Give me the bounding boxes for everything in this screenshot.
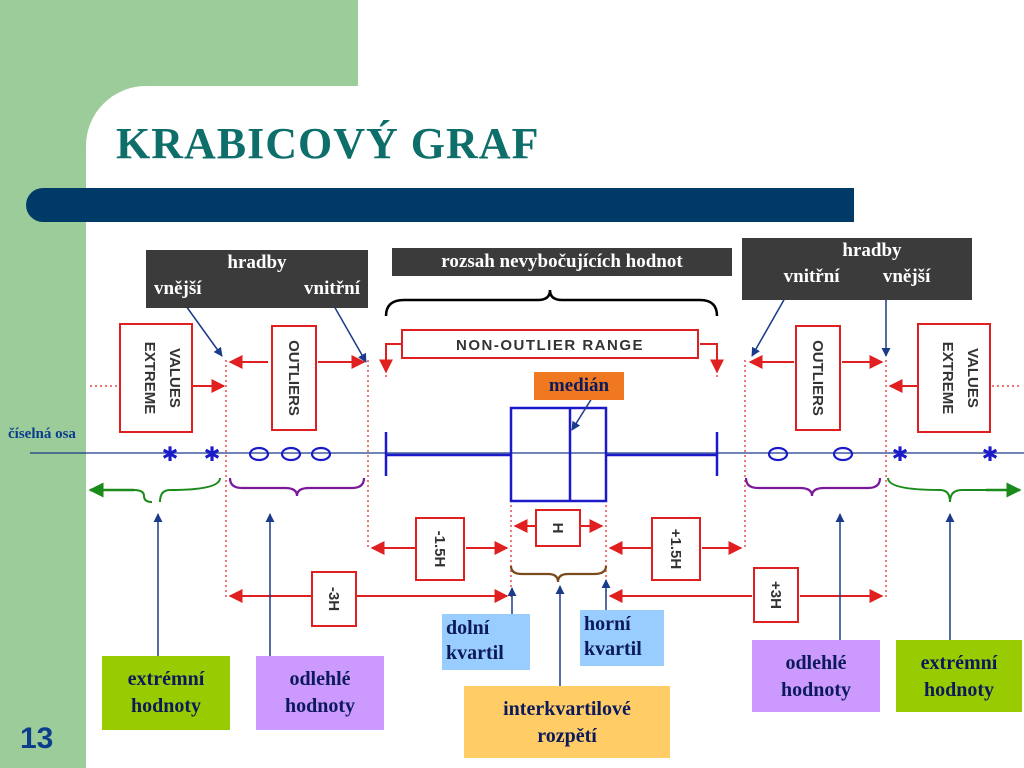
non-outlier-range-text: NON-OUTLIER RANGE (456, 337, 644, 354)
fence-label-right-title: hradby (842, 240, 902, 261)
iqr-label: interkvartilové rozpětí (464, 686, 670, 758)
extreme-values-label-left: extrémní hodnoty (102, 656, 230, 730)
range-brace (384, 289, 719, 317)
outliers-label-left-1: odlehlé (289, 668, 351, 690)
h-text: H (549, 523, 566, 534)
axis-label: číselná osa (8, 426, 76, 442)
extreme-values-label-left-1: extrémní (127, 668, 205, 690)
extreme-values-text-left-2: VALUES (166, 348, 183, 408)
arrow-non-outlier-right (700, 343, 724, 374)
minus-3h-text: -3H (325, 587, 342, 611)
outliers-label-right-2: hodnoty (780, 679, 852, 701)
plus-3h-box (753, 567, 799, 623)
outliers-label-right-1: odlehlé (785, 652, 847, 674)
extreme-brace-left-b (159, 477, 221, 503)
outliers-text-right: OUTLIERS (809, 340, 826, 416)
non-outlier-range-box (401, 329, 699, 359)
pointer-fence-outer-left (185, 305, 223, 357)
median-label: medián (534, 372, 624, 400)
upper-quartile-label-1: horní (584, 613, 631, 635)
range-label: rozsah nevybočujících hodnot (392, 248, 732, 276)
iqr-brace (509, 565, 608, 583)
page-number: 13 (20, 722, 54, 755)
plus-15h-box (651, 517, 701, 581)
minus-15h-box (415, 517, 465, 581)
outliers-label-right: odlehlé hodnoty (752, 640, 880, 712)
upper-quartile-label-2: kvartil (584, 638, 642, 660)
h-box (535, 509, 581, 547)
outliers-label-left: odlehlé hodnoty (256, 656, 384, 730)
minus-3h-box (311, 571, 357, 627)
extreme-marker: ✱ (162, 442, 179, 466)
pointer-median (571, 397, 593, 431)
title-underline-bar (26, 188, 854, 222)
iqr-label-1: interkvartilové (503, 698, 631, 720)
fence-label-right-inner: vnitřní (783, 266, 840, 287)
extreme-marker: ✱ (204, 442, 221, 466)
extreme-values-label-right-2: hodnoty (923, 679, 995, 701)
outliers-label-left-2: hodnoty (284, 695, 356, 717)
minus-15h-text: -1.5H (431, 531, 448, 568)
iqr-label-2: rozpětí (537, 725, 597, 747)
extreme-values-box-right (917, 323, 991, 433)
slide-title: KRABICOVÝ GRAF (116, 119, 540, 168)
iqr-box (509, 406, 608, 503)
extreme-brace-left-a (133, 489, 153, 503)
lower-quartile-label-1: dolní (446, 617, 490, 639)
extreme-marker: ✱ (892, 442, 909, 466)
extreme-values-text-right-1: EXTREME (939, 342, 956, 415)
extreme-values-label-right: extrémní hodnoty (896, 640, 1022, 712)
lower-quartile-label: dolní kvartil (442, 614, 530, 670)
fence-label-left-title: hradby (227, 252, 287, 273)
fence-label-left: hradby vnější vnitřní (146, 250, 368, 308)
fence-label-right-outer: vnější (882, 266, 931, 287)
lower-quartile-label-2: kvartil (446, 642, 504, 664)
pointer-fence-inner-left (333, 305, 367, 363)
fence-label-left-outer: vnější (154, 278, 202, 299)
plus-3h-text: +3H (767, 581, 784, 609)
arrow-non-outlier-left (379, 343, 402, 374)
plus-15h-text: +1.5H (667, 529, 684, 569)
fence-label-left-inner: vnitřní (304, 278, 360, 299)
outliers-text-left: OUTLIERS (285, 340, 302, 416)
fence-label-right: hradby vnitřní vnější (742, 238, 972, 300)
outlier-markers (248, 446, 854, 462)
pointer-fence-inner-right (751, 297, 786, 357)
extreme-values-label-left-2: hodnoty (130, 695, 202, 717)
box-plot (384, 406, 719, 503)
outliers-box-right (795, 325, 841, 431)
outliers-brace-right (744, 477, 882, 497)
extreme-brace-right (887, 477, 986, 503)
extreme-values-text-left-1: EXTREME (141, 342, 158, 415)
upper-quartile-label: horní kvartil (580, 610, 664, 666)
extreme-marker: ✱ (982, 442, 999, 466)
extreme-values-text-right-2: VALUES (964, 348, 981, 408)
outliers-brace-left (228, 477, 366, 497)
extreme-values-label-right-1: extrémní (920, 652, 998, 674)
extreme-values-box-left (119, 323, 193, 433)
outliers-box-left (271, 325, 317, 431)
